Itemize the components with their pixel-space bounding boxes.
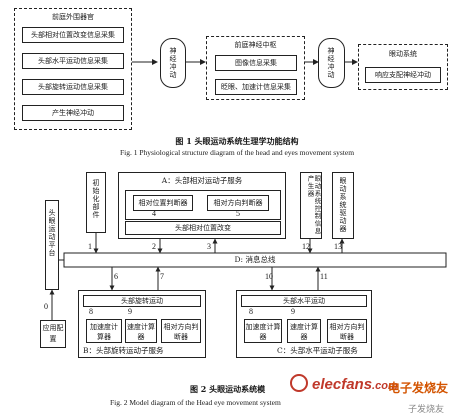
head-eye-platform: 头眼运动平台 [45, 200, 59, 290]
connection-number: 3 [207, 242, 211, 251]
init-component: 初始化部件 [86, 172, 106, 233]
init-component-label: 初始化部件 [92, 179, 100, 219]
service-c-item-label: 相对方向判断器 [329, 323, 365, 341]
service-c-label: C：头部水平运动子服务 [277, 346, 358, 355]
message-bus-label: D: 消息总线 [234, 255, 276, 264]
connection-number: 8 [249, 307, 253, 316]
eye-control-generator: 眼动系统控制信息产生器 [300, 172, 322, 239]
connection-number: 9 [291, 307, 295, 316]
head-relative-change: 头部相对位置改变 [125, 221, 281, 235]
service-b-item: 速度计算器 [125, 319, 157, 343]
peripheral-item-label: 头部旋转运动信息采集 [38, 83, 108, 91]
central-item: 眨眼、加速计信息采集 [215, 79, 297, 95]
service-b-item: 相对方向判断器 [161, 319, 201, 343]
app-config-label: 应用配置 [42, 324, 64, 343]
fig1-caption-en: Fig. 1 Physiological structure diagram o… [119, 148, 355, 157]
watermark-cn-small: 子发烧友 [408, 404, 445, 414]
connection-number: 7 [160, 272, 164, 281]
watermark-brand: elecfans.com [312, 376, 398, 393]
peripheral-item-label: 头部水平运动信息采集 [38, 57, 108, 65]
relative-direction-judge: 相对方向判断器 [207, 195, 269, 211]
watermark-logo-icon [290, 374, 308, 392]
service-a-title: A：头部相对运动子服务 [161, 176, 243, 185]
peripheral-item: 头部旋转运动信息采集 [22, 79, 124, 95]
central-item-label: 眨眼、加速计信息采集 [221, 83, 291, 91]
central-group: 前庭神经中枢 图像信息采集 眨眼、加速计信息采集 [206, 36, 305, 100]
nerve-impulse-left-label: 神经冲动 [169, 47, 177, 79]
relative-position-judge-label: 相对位置判断器 [138, 199, 188, 207]
central-item-label: 图像信息采集 [235, 59, 277, 67]
service-b-inner-title-box: 头部旋转运动 [83, 295, 201, 307]
eye-control-generator-label: 眼动系统控制信息产生器 [306, 175, 321, 235]
connection-number: 5 [236, 209, 240, 218]
central-title: 前庭神经中枢 [234, 41, 277, 49]
peripheral-item: 头部相对位置改变信息采集 [22, 27, 124, 43]
nerve-impulse-right: 神经冲动 [318, 38, 345, 88]
connection-number: 12 [302, 242, 310, 251]
peripheral-title: 前庭外围器官 [52, 13, 94, 21]
peripheral-organ-group: 前庭外围器官 头部相对位置改变信息采集 头部水平运动信息采集 头部旋转运动信息采… [14, 8, 132, 130]
peripheral-item-label: 头部相对位置改变信息采集 [31, 31, 115, 39]
app-config: 应用配置 [40, 320, 66, 348]
eye-system-driver-label: 眼动系统驱动器 [339, 177, 347, 233]
service-c-item-label: 速度计算器 [290, 323, 318, 341]
service-c: 头部水平运动 加速度计算器 速度计算器 相对方向判断器 C：头部水平运动子服务 [236, 290, 372, 358]
nerve-impulse-right-label: 神经冲动 [327, 47, 335, 79]
service-c-item: 加速度计算器 [244, 319, 282, 343]
service-b-inner-title: 头部旋转运动 [121, 297, 163, 305]
connection-number: 0 [44, 302, 48, 311]
central-item: 图像信息采集 [215, 55, 297, 71]
service-b-label: B：头部旋转运动子服务 [83, 346, 164, 355]
eye-system-item: 响应支配神经冲动 [365, 67, 441, 83]
service-c-item: 速度计算器 [287, 319, 321, 343]
connection-number: 1 [88, 242, 92, 251]
connection-number: 9 [128, 307, 132, 316]
service-c-inner-title: 头部水平运动 [283, 297, 325, 305]
connection-number: 10 [265, 272, 273, 281]
service-b-item-label: 加速度计算器 [90, 323, 118, 341]
connection-number: 6 [114, 272, 118, 281]
fig2-caption-en: Fig. 2 Model diagram of the Head eye mov… [110, 398, 281, 407]
relative-direction-judge-label: 相对方向判断器 [213, 199, 263, 207]
eye-system-title: 眼动系统 [389, 50, 417, 58]
watermark-cn: 电子发烧友 [388, 381, 449, 395]
fig2-caption-cn: 图 2 头眼运动系统模 [190, 384, 266, 394]
service-a: A：头部相对运动子服务 相对位置判断器 相对方向判断器 头部相对位置改变 [118, 172, 286, 239]
service-c-inner-title-box: 头部水平运动 [241, 295, 367, 307]
connection-number: 2 [152, 242, 156, 251]
service-c-item-label: 加速度计算器 [245, 323, 281, 341]
peripheral-item: 头部水平运动信息采集 [22, 53, 124, 69]
head-relative-change-label: 头部相对位置改变 [175, 224, 231, 232]
eye-system-driver: 眼动系统驱动器 [332, 172, 354, 239]
peripheral-item-label: 产生神经冲动 [52, 109, 94, 117]
service-c-item: 相对方向判断器 [327, 319, 367, 343]
head-eye-platform-label: 头眼运动平台 [48, 209, 56, 257]
eye-system-item-label: 响应支配神经冲动 [375, 71, 431, 79]
connection-number: 11 [320, 272, 328, 281]
eye-system-group: 眼动系统 响应支配神经冲动 [358, 44, 448, 90]
nerve-impulse-left: 神经冲动 [160, 38, 186, 88]
connection-number: 4 [152, 209, 156, 218]
connection-number: 8 [89, 307, 93, 316]
service-b-item-label: 相对方向判断器 [163, 323, 199, 341]
fig1-caption-cn: 图 1 头眼运动系统生理学功能结构 [175, 136, 299, 146]
relative-position-judge: 相对位置判断器 [133, 195, 193, 211]
service-b: 头部旋转运动 加速度计算器 速度计算器 相对方向判断器 B：头部旋转运动子服务 [78, 290, 206, 358]
peripheral-item: 产生神经冲动 [22, 105, 124, 121]
connection-number: 13 [334, 242, 342, 251]
service-b-item: 加速度计算器 [86, 319, 122, 343]
service-b-item-label: 速度计算器 [127, 323, 155, 341]
